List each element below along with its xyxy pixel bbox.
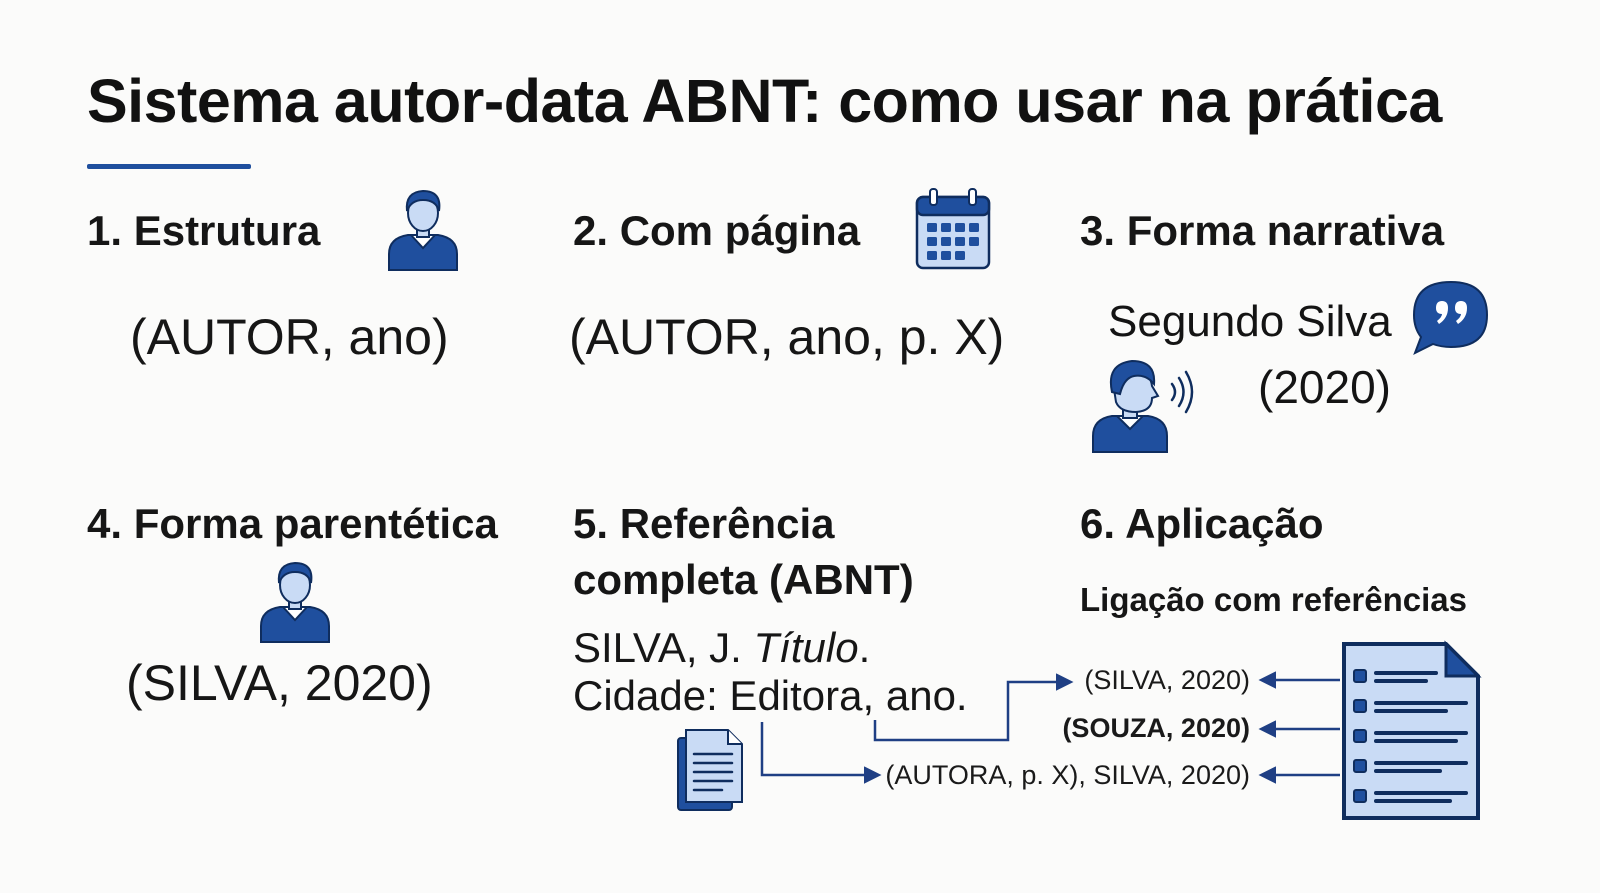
section-1-heading: 1. Estrutura bbox=[87, 207, 321, 254]
citation-item: (SILVA, 2020) bbox=[1084, 665, 1250, 695]
page-title: Sistema autor-data ABNT: como usar na pr… bbox=[87, 67, 1442, 135]
reference-line-1: SILVA, J. Título. bbox=[573, 624, 870, 672]
reference-list-icon bbox=[1342, 640, 1482, 820]
narrative-line-1: Segundo Silva bbox=[1108, 297, 1392, 346]
section-5-heading-line-1: 5. Referência bbox=[573, 500, 835, 547]
calendar-icon bbox=[915, 188, 991, 270]
section-6-subheading: Ligação com referências bbox=[1080, 581, 1468, 618]
section-3-heading: 3. Forma narrativa bbox=[1080, 207, 1445, 254]
section-4-formula: (SILVA, 2020) bbox=[126, 655, 433, 711]
person-icon bbox=[388, 189, 458, 271]
section-6-heading: 6. Aplicação bbox=[1080, 500, 1324, 547]
citation-item-bold: (SOUZA, 2020) bbox=[1062, 713, 1250, 743]
reference-title-period: . bbox=[858, 624, 871, 671]
section-2-formula: (AUTOR, ano, p. X) bbox=[569, 309, 1005, 365]
document-icon bbox=[677, 729, 743, 811]
section-1-formula: (AUTOR, ano) bbox=[130, 309, 449, 365]
citation-item: (AUTORA, p. X), SILVA, 2020) bbox=[885, 760, 1250, 790]
reference-title: Título bbox=[753, 624, 859, 671]
section-4-heading: 4. Forma parentética bbox=[87, 500, 498, 547]
section-2-heading: 2. Com página bbox=[573, 207, 861, 254]
person-icon bbox=[260, 561, 330, 643]
speaking-person-icon bbox=[1092, 359, 1194, 453]
arrow-reference-to-citation-3 bbox=[760, 722, 882, 784]
narrative-line-2: (2020) bbox=[1258, 361, 1391, 413]
reference-line-2: Cidade: Editora, ano. bbox=[573, 672, 968, 719]
reference-author: SILVA, J. bbox=[573, 624, 754, 671]
section-5-heading-line-2: completa (ABNT) bbox=[573, 556, 914, 603]
title-underline bbox=[87, 164, 251, 169]
quote-bubble-icon bbox=[1412, 280, 1489, 356]
